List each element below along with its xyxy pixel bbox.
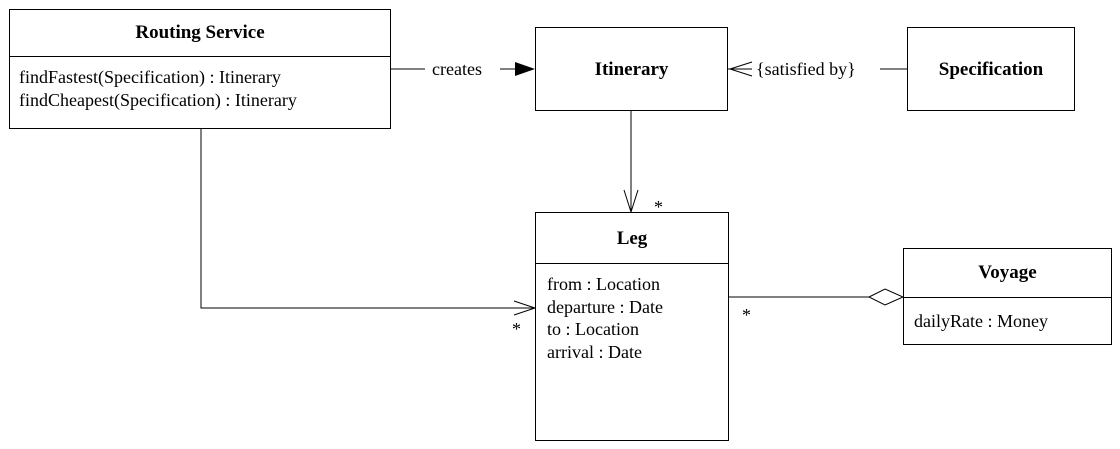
association-creates-label: creates — [432, 58, 482, 80]
class-name: Specification — [938, 59, 1044, 80]
class-name: Routing Service — [135, 22, 265, 43]
routing-leg-line — [200, 129, 535, 309]
aggregation-diamond — [867, 288, 905, 306]
attributes-list: from : Location departure : Date to : Lo… — [547, 273, 663, 363]
operation-find-cheapest: findCheapest(Specification) : Itinerary — [19, 89, 297, 110]
operation-find-fastest: findFastest(Specification) : Itinerary — [19, 67, 281, 87]
attribute-daily-rate: dailyRate : Money — [914, 311, 1048, 331]
association-satisfied-by-label: {satisfied by} — [756, 58, 856, 80]
satisfied-open-arrow — [728, 61, 753, 77]
class-name: Itinerary — [594, 59, 669, 80]
class-name: Leg — [616, 228, 648, 249]
attributes-list: dailyRate : Money — [914, 310, 1048, 333]
multiplicity-leg-voyage: * — [742, 305, 751, 325]
attribute-to: to : Location — [547, 319, 639, 339]
class-separator — [10, 56, 390, 57]
creates-arrowhead — [515, 62, 535, 76]
class-separator — [904, 297, 1111, 298]
multiplicity-routing-leg: * — [512, 319, 521, 339]
class-separator — [536, 263, 728, 264]
attribute-arrival: arrival : Date — [547, 341, 642, 362]
class-voyage: Voyage dailyRate : Money — [903, 248, 1112, 345]
class-leg: Leg from : Location departure : Date to … — [535, 212, 729, 441]
operations-list: findFastest(Specification) : Itinerary f… — [19, 66, 297, 111]
attribute-from: from : Location — [547, 274, 660, 294]
class-itinerary: Itinerary — [535, 27, 728, 111]
class-routing-service: Routing Service findFastest(Specificatio… — [9, 9, 391, 129]
class-specification: Specification — [907, 27, 1075, 111]
class-name: Voyage — [978, 262, 1037, 283]
multiplicity-itinerary-leg: * — [654, 197, 663, 217]
attribute-departure: departure : Date — [547, 296, 663, 317]
